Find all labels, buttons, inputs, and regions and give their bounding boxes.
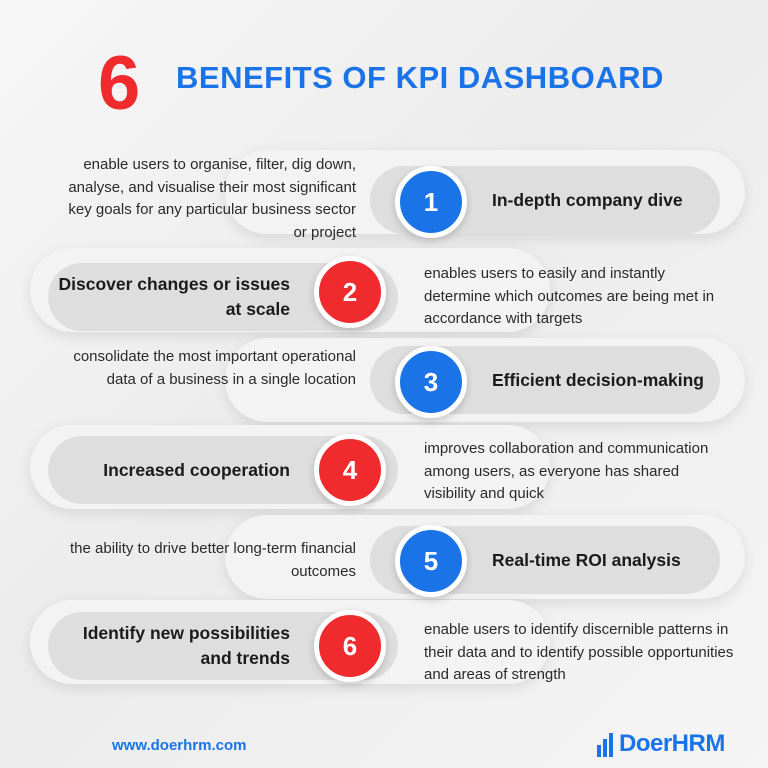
benefit-3-description: consolidate the most important operation…: [73, 348, 356, 388]
website-link[interactable]: www.doerhrm.com: [112, 737, 247, 754]
benefit-6-title: Identify new possibilities and trends: [82, 623, 290, 668]
benefit-1-number: 1: [395, 166, 467, 238]
benefit-4-number: 4: [314, 434, 386, 506]
benefit-2-description: enables users to easily and instantly de…: [424, 265, 715, 327]
benefit-6-description: enable users to identify discernible pat…: [424, 621, 734, 683]
logo-text: DoerHRM: [619, 730, 725, 757]
benefit-4-title: Increased cooperation: [103, 459, 290, 480]
benefit-3-title: Efficient decision-making: [492, 369, 704, 390]
benefit-3-number: 3: [395, 346, 467, 418]
benefit-4-description: improves collaboration and communication…: [424, 440, 709, 502]
benefit-2-title: Discover changes or issues at scale: [58, 274, 291, 319]
benefit-1-title: In-depth company dive: [492, 189, 683, 210]
bar-chart-icon: [597, 733, 613, 757]
benefit-5-description: the ability to drive better long-term fi…: [70, 540, 356, 580]
doerhrm-logo: DoerHRM: [597, 727, 725, 761]
benefit-5-number: 5: [395, 525, 467, 597]
benefit-1-description: enable users to organise, filter, dig do…: [68, 156, 356, 241]
benefit-2-number: 2: [314, 256, 386, 328]
header: 6 BENEFITS OF KPI DASHBOARD: [0, 40, 768, 130]
page-title: BENEFITS OF KPI DASHBOARD: [176, 60, 664, 95]
benefit-6-number: 6: [314, 610, 386, 682]
header-number: 6: [98, 41, 141, 126]
benefit-5-title: Real-time ROI analysis: [492, 549, 681, 570]
